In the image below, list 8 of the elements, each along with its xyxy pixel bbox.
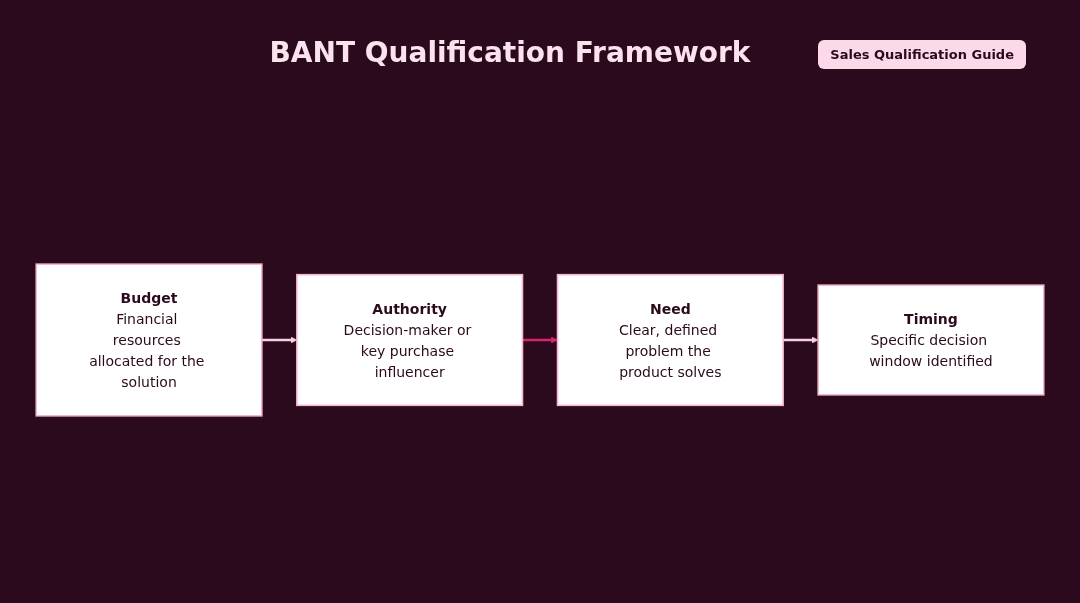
arrow [783, 336, 819, 344]
node-box: Authority Decision-maker or key purchase influencer [296, 273, 524, 407]
node-box: Budget Financial resources allocated for the solution [35, 263, 263, 417]
arrow [522, 336, 558, 344]
guide-badge: Sales Qualification Guide [818, 40, 1026, 69]
title: BANT Qualification Framework [269, 36, 751, 69]
node-box: Need Clear, defined problem the product solves [556, 273, 784, 407]
node-box: Timing Specific decision window identified [817, 284, 1045, 396]
